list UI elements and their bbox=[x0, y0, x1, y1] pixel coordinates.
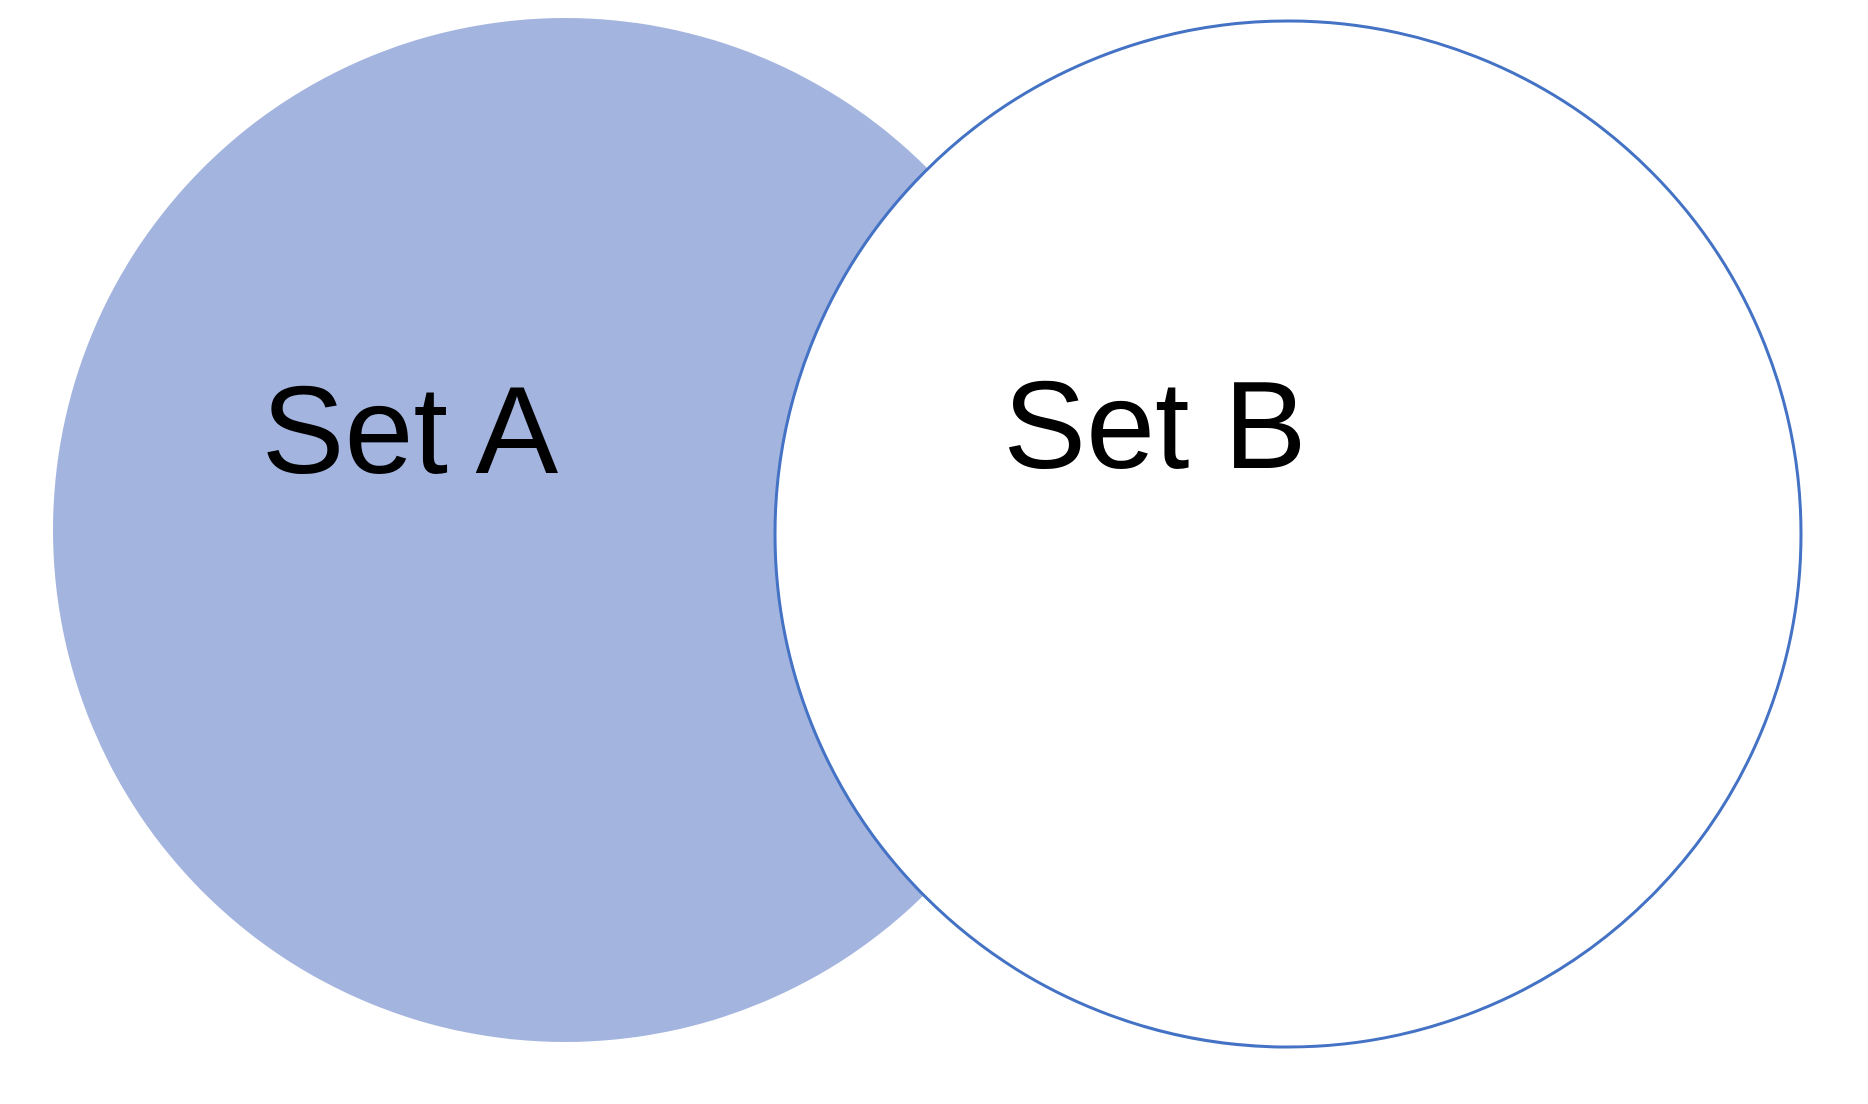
set-a-label: Set A bbox=[262, 362, 559, 500]
set-b-label: Set B bbox=[1003, 357, 1306, 495]
set-a-circle[interactable] bbox=[53, 18, 1077, 1042]
set-b-circle[interactable] bbox=[773, 19, 1803, 1049]
